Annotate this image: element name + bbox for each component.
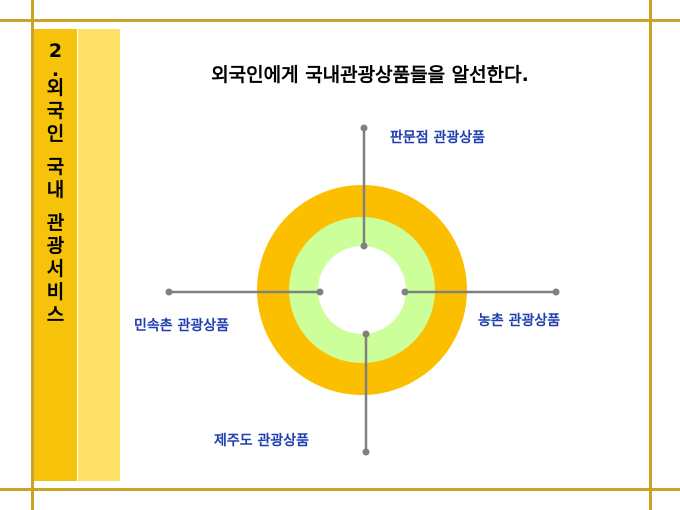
section-dot: . (51, 59, 60, 81)
label-top: 판문점 관광상품 (390, 130, 486, 146)
section-char: 광 (46, 235, 65, 257)
ring-center (318, 246, 406, 334)
section-char: 스 (46, 304, 65, 326)
section-title: 2 . 외 국 인 국 내 관 광 서 비 스 (34, 40, 77, 327)
frame-line-bottom (0, 488, 680, 491)
connector-dot (360, 124, 368, 132)
frame-line-left (31, 0, 34, 510)
label-left: 민속촌 관광상품 (134, 318, 230, 334)
section-number: 2 (48, 40, 63, 62)
section-char: 외 (46, 77, 65, 99)
section-char: 국 (46, 156, 65, 178)
section-band-accent (78, 29, 120, 481)
label-bottom: 제주도 관광상품 (214, 433, 310, 449)
section-char: 국 (46, 100, 65, 122)
section-char: 관 (46, 212, 65, 234)
section-char: 비 (46, 281, 65, 303)
section-char: 인 (46, 123, 65, 145)
connector-dot (316, 288, 324, 296)
connector-dot (362, 448, 370, 456)
section-char: 내 (46, 179, 65, 201)
connector-dot (165, 288, 173, 296)
frame-line-top (0, 19, 680, 22)
connector-dot (401, 288, 409, 296)
connector-dot (552, 288, 560, 296)
connector-dot (360, 242, 368, 250)
frame-line-right (649, 0, 652, 510)
section-char: 서 (46, 258, 65, 280)
connector-dot (362, 330, 370, 338)
label-right: 농촌 관광상품 (478, 313, 561, 329)
page-title: 외국인에게 국내관광상품들을 알선한다. (211, 64, 529, 86)
section-band (34, 29, 77, 481)
